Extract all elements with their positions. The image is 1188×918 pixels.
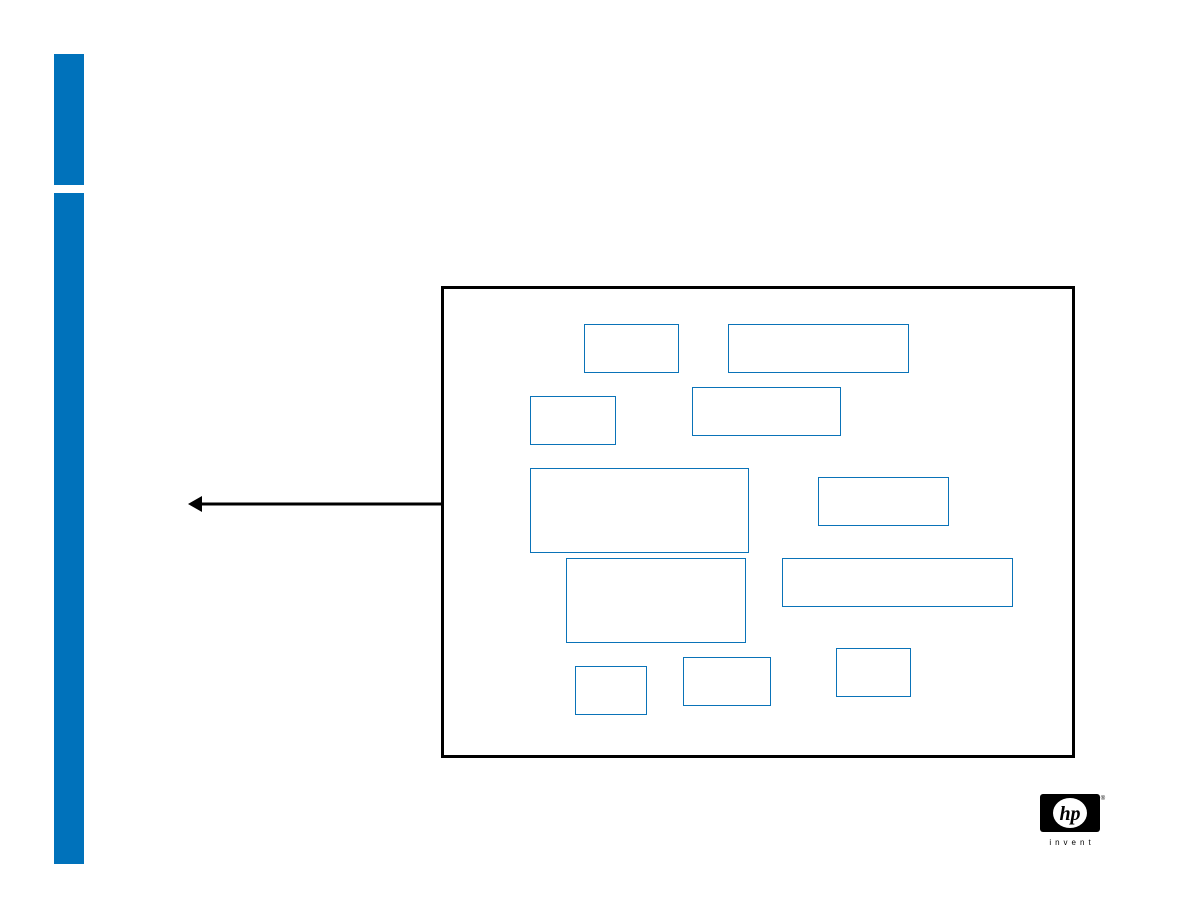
- diagram-node-6: [818, 477, 949, 526]
- diagram-node-7: [566, 558, 746, 643]
- hp-invent-logo: hp ® invent: [1040, 794, 1106, 847]
- diagram-node-11: [836, 648, 911, 697]
- svg-text:invent: invent: [1049, 838, 1094, 847]
- diagram-node-4: [692, 387, 841, 436]
- diagram-node-10: [683, 657, 771, 706]
- diagram-node-5: [530, 468, 749, 553]
- diagram-node-9: [575, 666, 647, 715]
- side-accent-bar-bottom: [54, 193, 84, 864]
- diagram-node-8: [782, 558, 1013, 607]
- svg-text:®: ®: [1101, 795, 1106, 802]
- diagram-node-1: [584, 324, 679, 373]
- side-accent-bar-top: [54, 54, 84, 185]
- diagram-node-2: [728, 324, 909, 373]
- diagram-node-3: [530, 396, 616, 445]
- svg-text:hp: hp: [1059, 803, 1080, 825]
